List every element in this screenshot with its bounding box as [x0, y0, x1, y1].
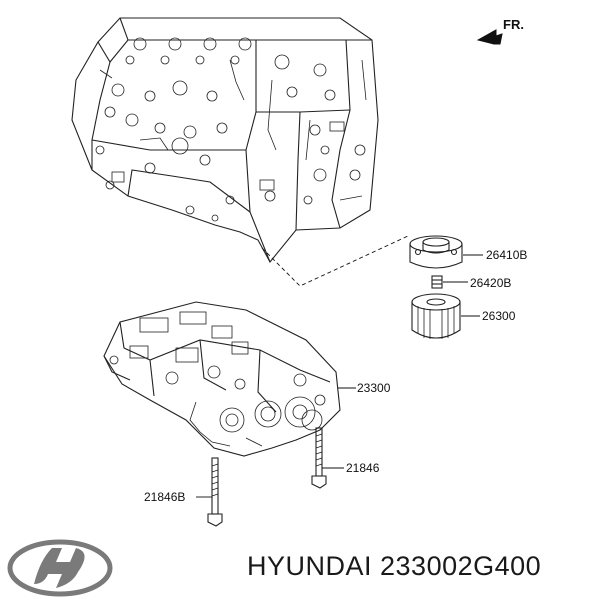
- front-direction-indicator: FR.: [476, 17, 524, 45]
- oil-filter-part: [411, 293, 461, 339]
- front-arrow-icon: [476, 29, 503, 45]
- part-label-21846: 21846: [346, 461, 380, 475]
- bolt-21846-part: [311, 427, 327, 489]
- front-label: FR.: [503, 17, 524, 32]
- hyundai-logo: [7, 539, 113, 597]
- oil-pump-balance-shaft-module: [103, 301, 341, 457]
- oil-cooler-part: [409, 235, 463, 269]
- engine-block-drawing: [71, 17, 379, 263]
- part-label-26410b: 26410B: [486, 248, 527, 262]
- part-label-26420b: 26420B: [470, 276, 511, 290]
- bolt-21846b-part: [207, 457, 223, 527]
- assembly-guide-line: [261, 235, 409, 287]
- part-label-26300: 26300: [482, 309, 516, 323]
- oil-filter-fitting-part: [431, 275, 443, 289]
- brand-name: HYUNDAI: [247, 551, 373, 581]
- part-number: 233002G400: [380, 551, 542, 581]
- part-label-23300: 23300: [357, 381, 391, 395]
- leader-lines: [196, 254, 483, 498]
- part-label-21846b: 21846B: [144, 490, 185, 504]
